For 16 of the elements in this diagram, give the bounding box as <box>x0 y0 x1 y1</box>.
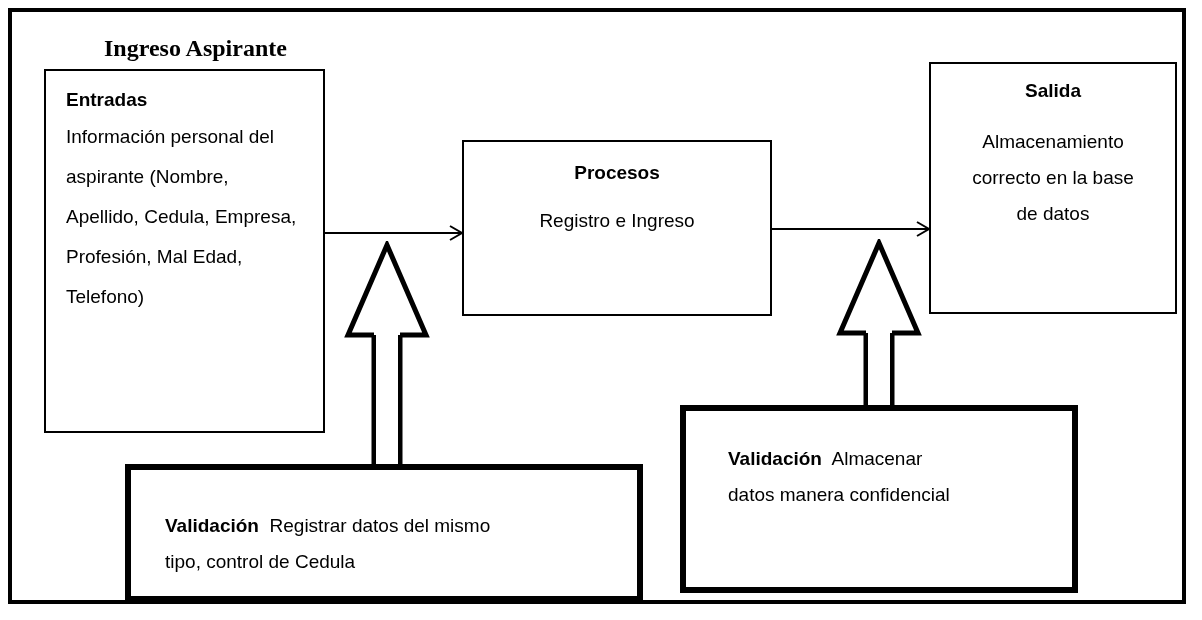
diagram-title: Ingreso Aspirante <box>104 34 287 62</box>
arrow <box>771 221 930 237</box>
box-heading: Procesos <box>573 161 661 185</box>
box-text: Almacenamiento correcto en la base de datos <box>971 130 1135 226</box>
box-text: Información personal del aspirante (Nombre, Apellido, Cedula, Empresa, Profesión, Mal Edad, Telefono) <box>66 125 298 309</box>
box-text: Registro e Ingreso <box>538 209 696 233</box>
process-box <box>462 140 772 316</box>
arrow <box>324 225 463 241</box>
validation-box <box>125 464 643 602</box>
box-heading: Salida <box>1024 79 1082 103</box>
box-heading: Entradas <box>66 88 149 112</box>
process-box <box>44 69 325 433</box>
validation-box <box>680 405 1078 593</box>
box-text: Validación Almacenar datos manera confidencial <box>728 447 951 507</box>
process-box <box>929 62 1177 314</box>
box-text: Validación Registrar datos del mismo tipo, control de Cedula <box>165 514 492 574</box>
